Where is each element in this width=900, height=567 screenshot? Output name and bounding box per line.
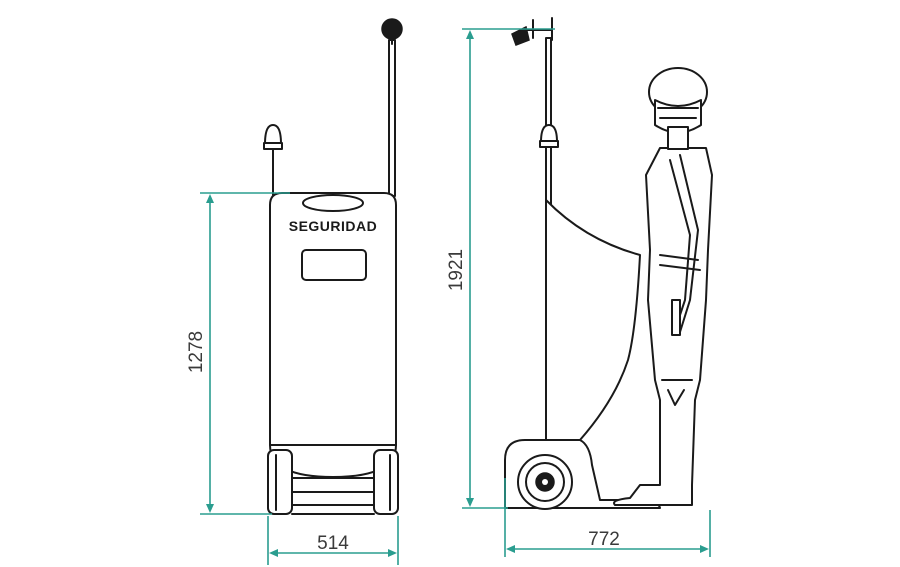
top-cap [302,194,364,212]
beacon-light [264,124,282,145]
mannequin-neck [667,126,689,150]
side-width-label: 772 [588,529,620,550]
beacon-base [263,142,283,150]
front-view: SEGURIDAD [263,18,403,515]
side-antenna-pole [545,37,552,211]
front-window [301,249,367,281]
front-height-label: 1278 [186,331,207,373]
antenna-pole [388,39,396,197]
mannequin-hand [671,299,681,336]
mannequin-body [613,147,713,506]
front-width-dimension: 514 [267,516,399,565]
side-beacon-base [539,140,559,148]
antenna-ball [381,18,403,40]
side-beacon-light [540,124,558,143]
side-body [545,199,641,441]
panel-label: SEGURIDAD [289,218,378,234]
front-width-label: 514 [317,533,349,554]
side-view [504,17,713,510]
front-height-dimension: 1278 [186,192,290,515]
left-wheel [267,449,293,515]
right-wheel [373,449,399,515]
side-height-dimension: 1921 [446,28,555,509]
side-width-dimension: 772 [504,478,711,557]
side-height-label: 1921 [446,249,467,291]
